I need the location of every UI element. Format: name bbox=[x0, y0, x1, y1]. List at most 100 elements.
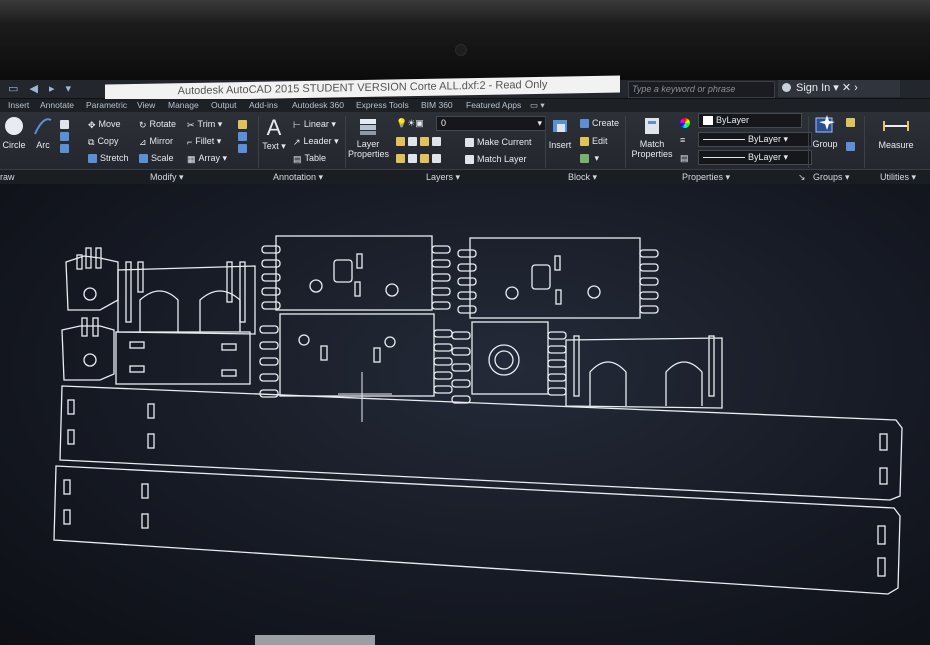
move-icon: ✥ bbox=[88, 119, 96, 130]
modify-panel-title[interactable]: Modify ▾ bbox=[150, 172, 184, 182]
match-layer-button[interactable]: Match Layer bbox=[465, 153, 527, 165]
arch-panel-1 bbox=[117, 261, 256, 335]
copy-icon: ⧉ bbox=[88, 136, 95, 147]
layers-panel-title[interactable]: Layers ▾ bbox=[426, 172, 461, 182]
tab-autodesk-360[interactable]: Autodesk 360 bbox=[292, 100, 344, 110]
groups-panel-title[interactable]: Groups ▾ bbox=[813, 172, 850, 182]
array-button[interactable]: ▦Array ▾ bbox=[187, 153, 228, 164]
tab-add-ins[interactable]: Add-ins bbox=[249, 100, 278, 110]
quick-access-toolbar[interactable]: ▭ ◀ ▸ ▾ bbox=[8, 83, 76, 95]
lineweight-icon: ▤ bbox=[680, 153, 689, 163]
fin bbox=[639, 249, 659, 258]
panel-divider bbox=[345, 116, 346, 168]
color-dropdown[interactable]: ByLayer bbox=[698, 113, 802, 128]
panel-divider bbox=[864, 116, 865, 168]
drawing-canvas[interactable] bbox=[0, 184, 930, 645]
leader-button[interactable]: ↗Leader ▾ bbox=[293, 136, 339, 147]
extra-tabs-icon[interactable]: ▭ ▾ bbox=[530, 100, 545, 110]
lineweight-value: ByLayer bbox=[748, 152, 782, 162]
fin bbox=[259, 357, 279, 366]
fin bbox=[259, 325, 279, 334]
table-icon: ▤ bbox=[293, 153, 302, 164]
copy-button[interactable]: ⧉Copy bbox=[88, 135, 118, 148]
tab-insert[interactable]: Insert bbox=[8, 100, 30, 110]
tab-express-tools[interactable]: Express Tools bbox=[356, 100, 409, 110]
layer-properties-button[interactable]: Layer Properties bbox=[348, 116, 389, 159]
linear-button[interactable]: ⊢Linear ▾ bbox=[293, 119, 336, 130]
group-tools[interactable] bbox=[846, 116, 858, 152]
fin bbox=[451, 347, 471, 356]
layer-tools-row1[interactable] bbox=[396, 135, 444, 147]
table-label: Table bbox=[304, 153, 327, 163]
linetype-icon: ≡ bbox=[680, 135, 686, 145]
fin bbox=[259, 341, 279, 350]
rotate-button[interactable]: ↻Rotate bbox=[139, 118, 176, 131]
trim-button[interactable]: ✂Trim ▾ bbox=[187, 119, 223, 130]
edit-label: Edit bbox=[592, 136, 608, 146]
cad-drawing bbox=[53, 235, 903, 595]
tab-featured-apps[interactable]: Featured Apps bbox=[466, 100, 522, 110]
circle-icon bbox=[5, 117, 23, 135]
block-panel-title[interactable]: Block ▾ bbox=[568, 172, 598, 182]
arc-button[interactable]: Arc bbox=[32, 116, 54, 151]
tab-manage[interactable]: Manage bbox=[168, 100, 199, 110]
sign-in-button[interactable]: Sign In ▾ ✕ › bbox=[778, 80, 900, 97]
fin bbox=[639, 263, 659, 272]
bracket-part-1 bbox=[65, 247, 119, 311]
finned-plate-2 bbox=[469, 237, 641, 319]
color-wheel-icon[interactable] bbox=[680, 116, 693, 128]
annotation-panel-title[interactable]: Annotation ▾ bbox=[273, 172, 324, 182]
fin bbox=[431, 259, 451, 268]
long-strip-1 bbox=[59, 385, 903, 501]
layer-dropdown[interactable]: 0▾ bbox=[436, 116, 546, 131]
fin bbox=[433, 371, 453, 380]
utilities-panel-title[interactable]: Utilities ▾ bbox=[880, 172, 917, 182]
properties-launcher-icon[interactable]: ↘ bbox=[798, 172, 806, 182]
match-properties-button[interactable]: Match Properties bbox=[628, 116, 676, 159]
layers-icon bbox=[360, 119, 376, 135]
stretch-icon bbox=[88, 154, 97, 164]
move-button[interactable]: ✥Move bbox=[88, 118, 121, 131]
make-current-button[interactable]: Make Current bbox=[465, 136, 532, 148]
layer-state-icons[interactable]: 💡☀▣ bbox=[396, 118, 424, 128]
table-button[interactable]: ▤Table bbox=[293, 152, 326, 165]
text-icon: A bbox=[266, 115, 282, 140]
properties-panel-title[interactable]: Properties ▾ bbox=[682, 172, 731, 182]
panel-divider bbox=[258, 116, 259, 168]
linetype-dropdown[interactable]: ByLayer ▾ bbox=[698, 132, 812, 147]
create-block-button[interactable]: Create bbox=[580, 117, 619, 129]
lineweight-dropdown[interactable]: ByLayer ▾ bbox=[698, 150, 812, 165]
crosshair-cursor bbox=[338, 372, 392, 422]
leader-icon: ↗ bbox=[293, 136, 301, 147]
measure-button[interactable]: Measure bbox=[868, 116, 924, 151]
draw-panel-title[interactable]: raw bbox=[0, 172, 15, 182]
modify-extra-tools[interactable] bbox=[238, 118, 250, 154]
group-button[interactable]: Group bbox=[810, 113, 840, 150]
mirror-button[interactable]: ⊿Mirror bbox=[139, 135, 173, 148]
tab-parametric[interactable]: Parametric bbox=[86, 100, 128, 110]
fin bbox=[451, 363, 471, 372]
scale-button[interactable]: Scale bbox=[139, 152, 174, 164]
block-attributes-button[interactable]: ▾ bbox=[580, 152, 599, 164]
tab-output[interactable]: Output bbox=[211, 100, 237, 110]
layer-tools-row2[interactable] bbox=[396, 152, 444, 164]
draw-extra-tools[interactable] bbox=[60, 118, 72, 154]
tab-bim-360[interactable]: BIM 360 bbox=[421, 100, 453, 110]
stretch-button[interactable]: Stretch bbox=[88, 152, 129, 164]
search-input[interactable]: Type a keyword or phrase bbox=[628, 81, 775, 98]
edit-block-icon bbox=[580, 137, 589, 147]
measure-label: Measure bbox=[878, 140, 914, 150]
text-label: Text bbox=[262, 141, 279, 151]
circle-button[interactable]: Circle bbox=[2, 116, 26, 151]
tab-view[interactable]: View bbox=[137, 100, 156, 110]
webcam bbox=[455, 44, 467, 56]
fin bbox=[433, 343, 453, 352]
tab-annotate[interactable]: Annotate bbox=[40, 100, 75, 110]
sign-in-label: Sign In bbox=[796, 82, 831, 94]
edit-block-button[interactable]: Edit bbox=[580, 135, 608, 147]
fin bbox=[451, 395, 471, 404]
fillet-button[interactable]: ⌐Fillet ▾ bbox=[187, 136, 222, 147]
insert-button[interactable]: Insert bbox=[546, 116, 574, 151]
title-bar: ▭ ◀ ▸ ▾ Autodesk AutoCAD 2015 STUDENT VE… bbox=[0, 75, 930, 102]
